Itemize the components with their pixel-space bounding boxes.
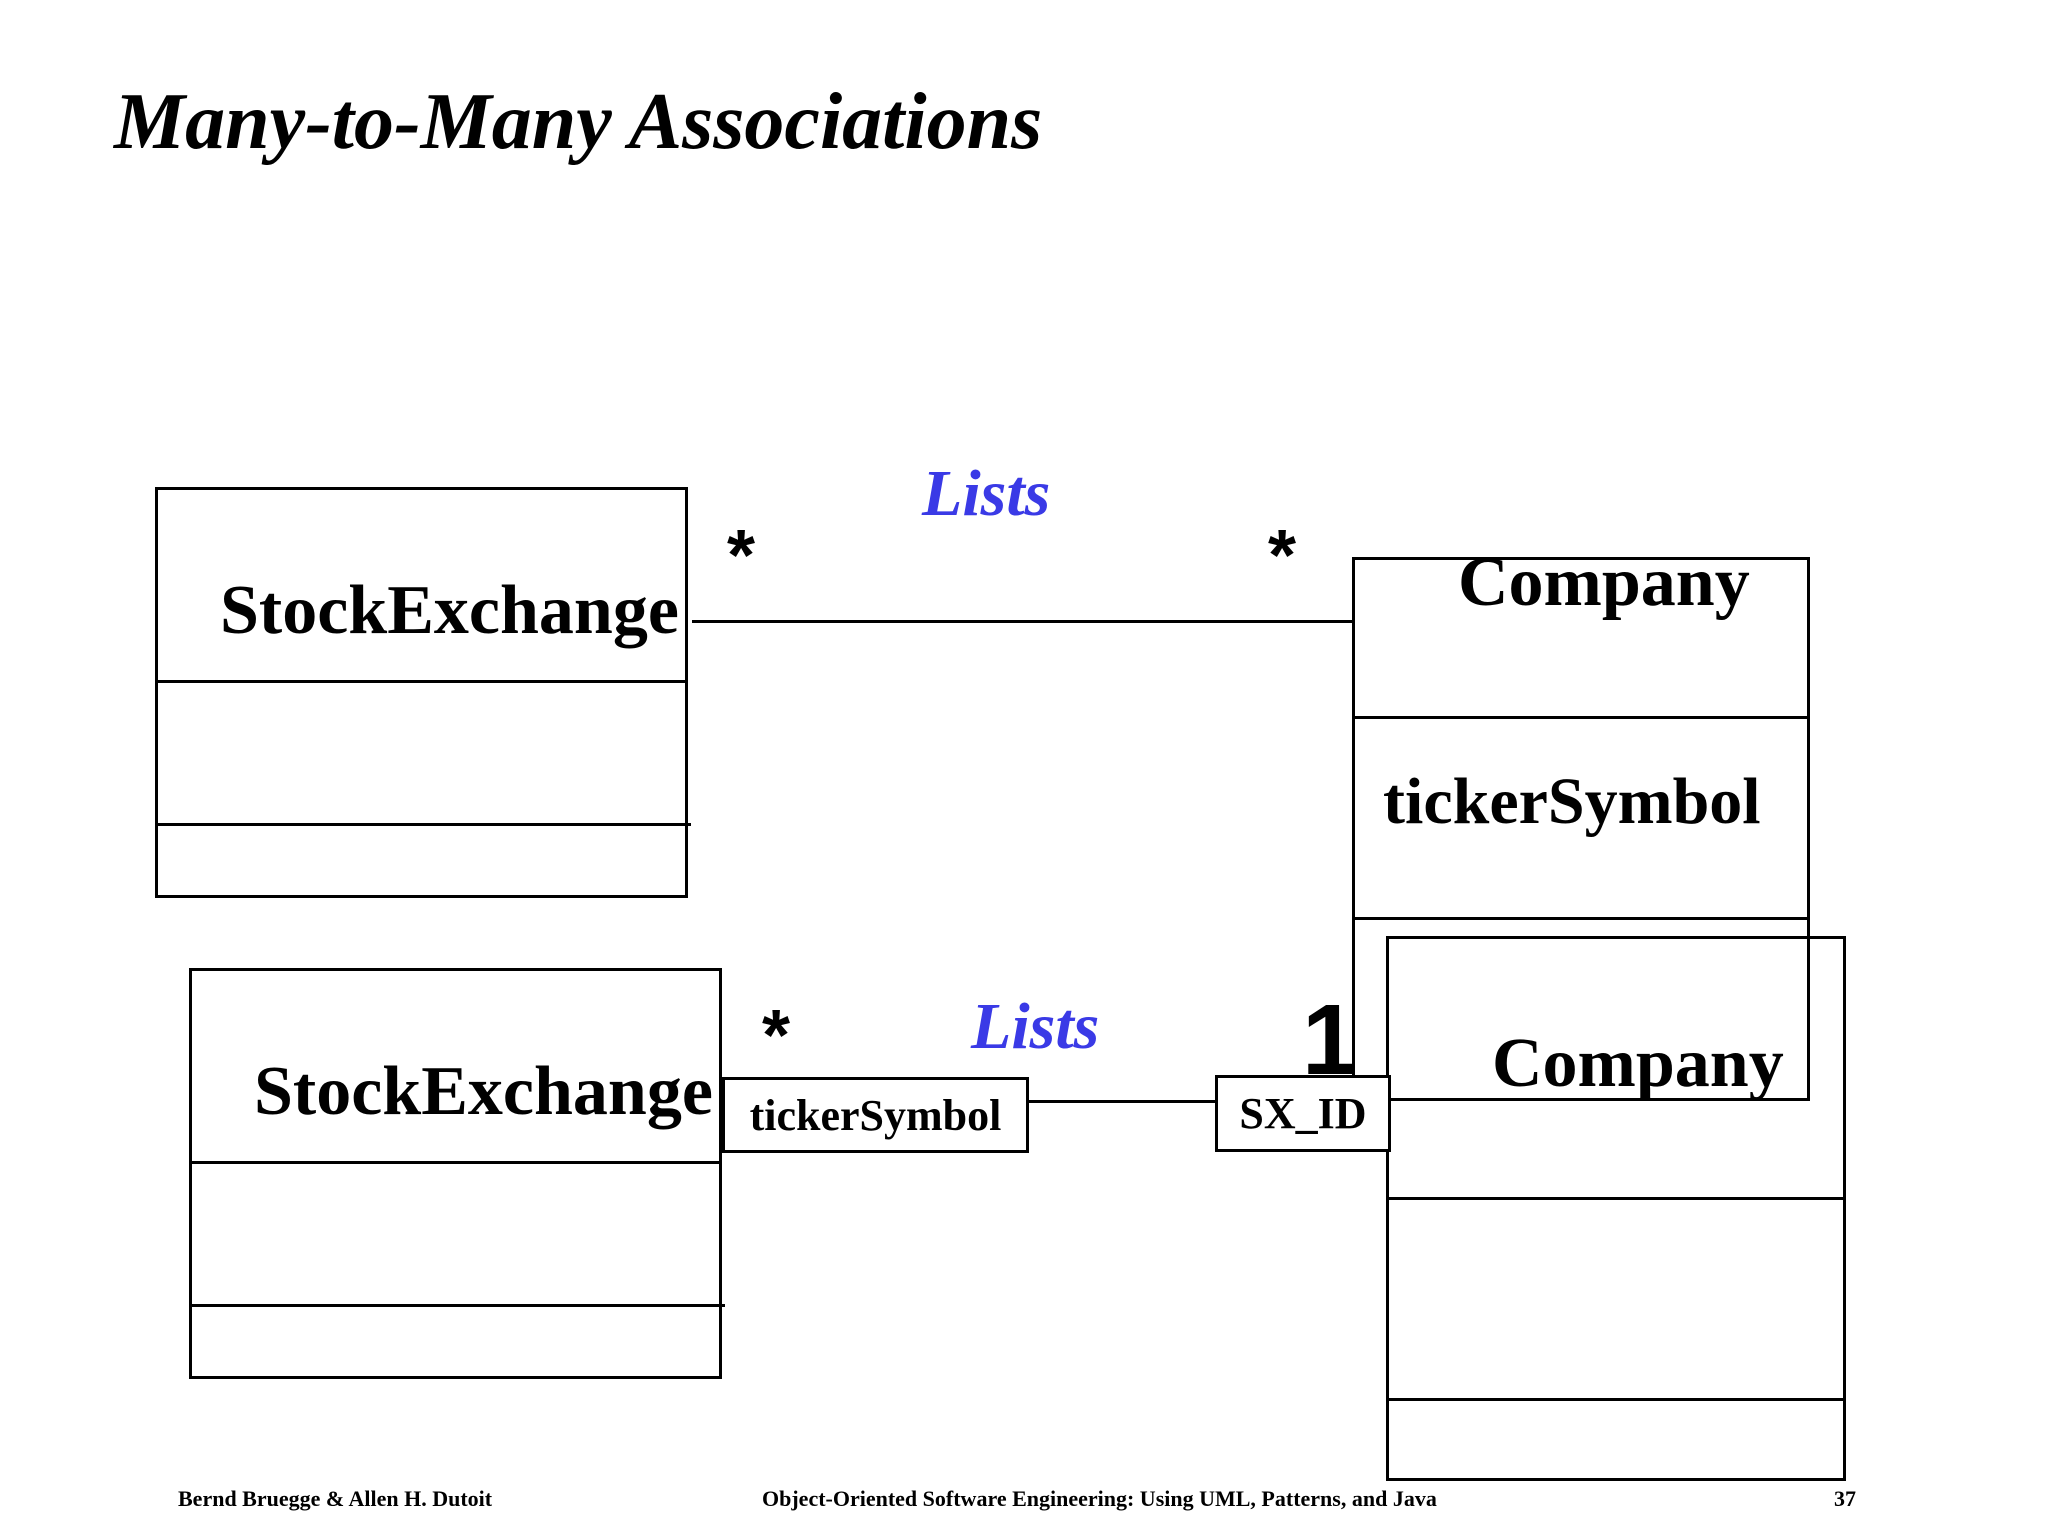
company-bottom-divider-1 bbox=[1386, 1197, 1846, 1200]
association-line-top bbox=[692, 620, 1352, 623]
footer-page-number: 37 bbox=[1834, 1486, 1856, 1511]
association-label-bottom: Lists bbox=[971, 990, 1100, 1063]
company-top-name: Company bbox=[1458, 544, 1750, 621]
stockexchange-bottom-name: StockExchange bbox=[254, 1053, 713, 1130]
company-bottom-name: Company bbox=[1492, 1025, 1784, 1102]
footer-authors: Bernd Bruegge & Allen H. Dutoit bbox=[178, 1486, 493, 1511]
association-label-top: Lists bbox=[922, 457, 1051, 530]
stockexchange-top-name: StockExchange bbox=[220, 572, 679, 649]
multiplicity-bottom-right: 1 bbox=[1302, 984, 1358, 1096]
company-class-bottom bbox=[1386, 936, 1846, 1481]
stockexchange-bottom-divider-1 bbox=[189, 1161, 722, 1164]
company-class-top bbox=[1352, 557, 1810, 1101]
company-bottom-divider-2 bbox=[1386, 1398, 1846, 1401]
company-top-divider-1 bbox=[1352, 716, 1810, 719]
qualifier-right: SX_ID bbox=[1215, 1075, 1391, 1152]
multiplicity-bottom-left: * bbox=[762, 996, 791, 1076]
stockexchange-class-bottom bbox=[189, 968, 722, 1379]
stockexchange-top-divider-2 bbox=[155, 823, 691, 826]
association-line-bottom bbox=[1029, 1100, 1215, 1103]
multiplicity-top-right: * bbox=[1268, 516, 1297, 596]
company-top-attribute: tickerSymbol bbox=[1383, 765, 1761, 838]
slide-title: Many-to-Many Associations bbox=[114, 78, 1043, 166]
qualifier-left: tickerSymbol bbox=[722, 1077, 1029, 1153]
stockexchange-bottom-divider-2 bbox=[189, 1304, 725, 1307]
multiplicity-top-left: * bbox=[727, 516, 756, 596]
company-top-divider-2 bbox=[1352, 917, 1810, 920]
stockexchange-top-divider-1 bbox=[155, 680, 688, 683]
stockexchange-class-top bbox=[155, 487, 688, 898]
footer-book-title: Object-Oriented Software Engineering: Us… bbox=[762, 1486, 1437, 1511]
